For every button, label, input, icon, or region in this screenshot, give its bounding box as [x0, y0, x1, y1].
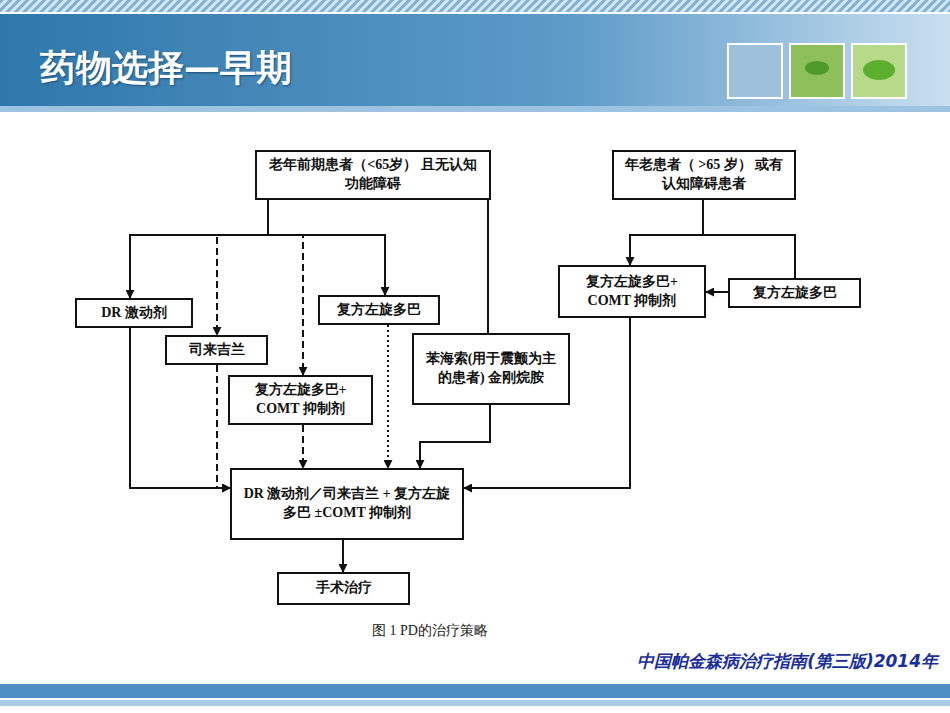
top-stripe [0, 0, 950, 12]
process-box: 复方左旋多巴 [728, 278, 861, 308]
process-box: 年老患者（ >65 岁） 或有认知障碍患者 [612, 150, 796, 200]
connector-arrow [342, 540, 344, 572]
footer-band [0, 684, 950, 698]
connector-arrow [302, 425, 304, 468]
top-stripe-bg [0, 0, 950, 12]
box-text: 手术治疗 [316, 579, 372, 598]
process-box: 复方左旋多巴 [318, 295, 440, 325]
process-box: 手术治疗 [277, 572, 410, 605]
process-box: DR 激动剂／司来吉兰 + 复方左旋多巴 ±COMT 抑制剂 [230, 468, 464, 540]
connector-arrow [387, 325, 389, 468]
process-box: DR 激动剂 [75, 298, 193, 328]
connector-arrow [487, 200, 489, 333]
header-rule [0, 106, 950, 112]
box-text: 年老患者（ >65 岁） 或有认知障碍患者 [620, 156, 788, 194]
process-box: 老年前期患者（<65岁） 且无认知功能障碍 [255, 150, 491, 200]
process-box: 复方左旋多巴+ COMT 抑制剂 [228, 375, 373, 425]
deco-plant-photo [790, 44, 844, 98]
connector-arrow [420, 405, 490, 468]
box-text: 司来吉兰 [189, 341, 245, 360]
box-text: DR 激动剂／司来吉兰 + 复方左旋多巴 ±COMT 抑制剂 [238, 485, 456, 523]
process-box: 司来吉兰 [165, 335, 268, 365]
connector-arrow [268, 200, 303, 375]
deco-leaf-photo [852, 44, 906, 98]
header-band [0, 14, 950, 106]
box-text: DR 激动剂 [101, 304, 167, 323]
box-text: 复方左旋多巴 [753, 284, 837, 303]
source-note: 中国帕金森病治疗指南(第三版)2014年 [637, 650, 938, 673]
process-box: 苯海索(用于震颤为主的患者) 金刚烷胺 [412, 333, 570, 405]
leaf [863, 60, 895, 80]
process-box: 复方左旋多巴+ COMT 抑制剂 [558, 265, 706, 318]
connector-arrow [217, 200, 268, 335]
connector-arrow [630, 200, 703, 265]
box-text: 复方左旋多巴+ COMT 抑制剂 [236, 381, 365, 419]
sprout [805, 61, 829, 75]
connector-arrow [268, 200, 385, 295]
connector-arrow [706, 291, 728, 293]
slide-title: 药物选择—早期 [40, 44, 292, 93]
connector-arrow [130, 200, 268, 298]
figure-caption: 图 1 PD的治疗策略 [372, 622, 488, 640]
box-text: 老年前期患者（<65岁） 且无认知功能障碍 [263, 156, 483, 194]
deco-square [728, 44, 782, 98]
box-text: 复方左旋多巴+ COMT 抑制剂 [566, 273, 698, 311]
box-text: 复方左旋多巴 [337, 301, 421, 320]
connector-arrow [703, 200, 795, 278]
box-text: 苯海索(用于震颤为主的患者) 金刚烷胺 [420, 350, 562, 388]
footer-rule [0, 700, 950, 706]
